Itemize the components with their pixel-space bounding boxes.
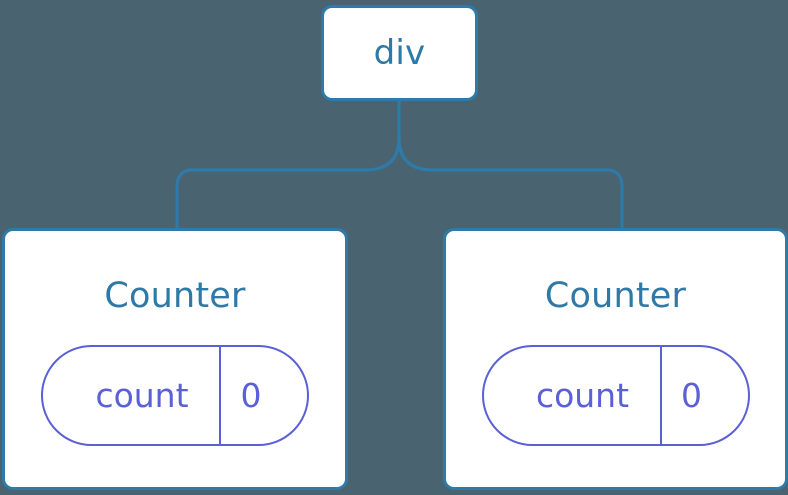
edge-div-to-counter-right (397, 98, 624, 232)
state-value-cell: 0 (221, 347, 307, 444)
node-counter-right-label: Counter (544, 276, 687, 316)
node-counter-right[interactable]: Counter count 0 (443, 228, 788, 490)
node-div[interactable]: div (321, 5, 478, 101)
state-pill-counter-right[interactable]: count 0 (481, 345, 750, 446)
state-value-label: 0 (681, 376, 702, 415)
state-key-cell: count (484, 347, 660, 444)
state-key-label: count (95, 376, 189, 415)
edge-div-to-counter-left (175, 98, 401, 232)
state-key-cell: count (43, 347, 219, 444)
node-div-label: div (373, 33, 426, 73)
state-key-label: count (535, 376, 630, 415)
state-value-cell: 0 (662, 347, 748, 444)
state-pill-divider (659, 347, 662, 444)
state-pill-divider (219, 347, 221, 444)
node-counter-left[interactable]: Counter count 0 (2, 228, 348, 490)
state-value-label: 0 (240, 376, 262, 415)
state-pill-counter-left[interactable]: count 0 (41, 345, 309, 446)
node-counter-left-label: Counter (104, 276, 246, 316)
